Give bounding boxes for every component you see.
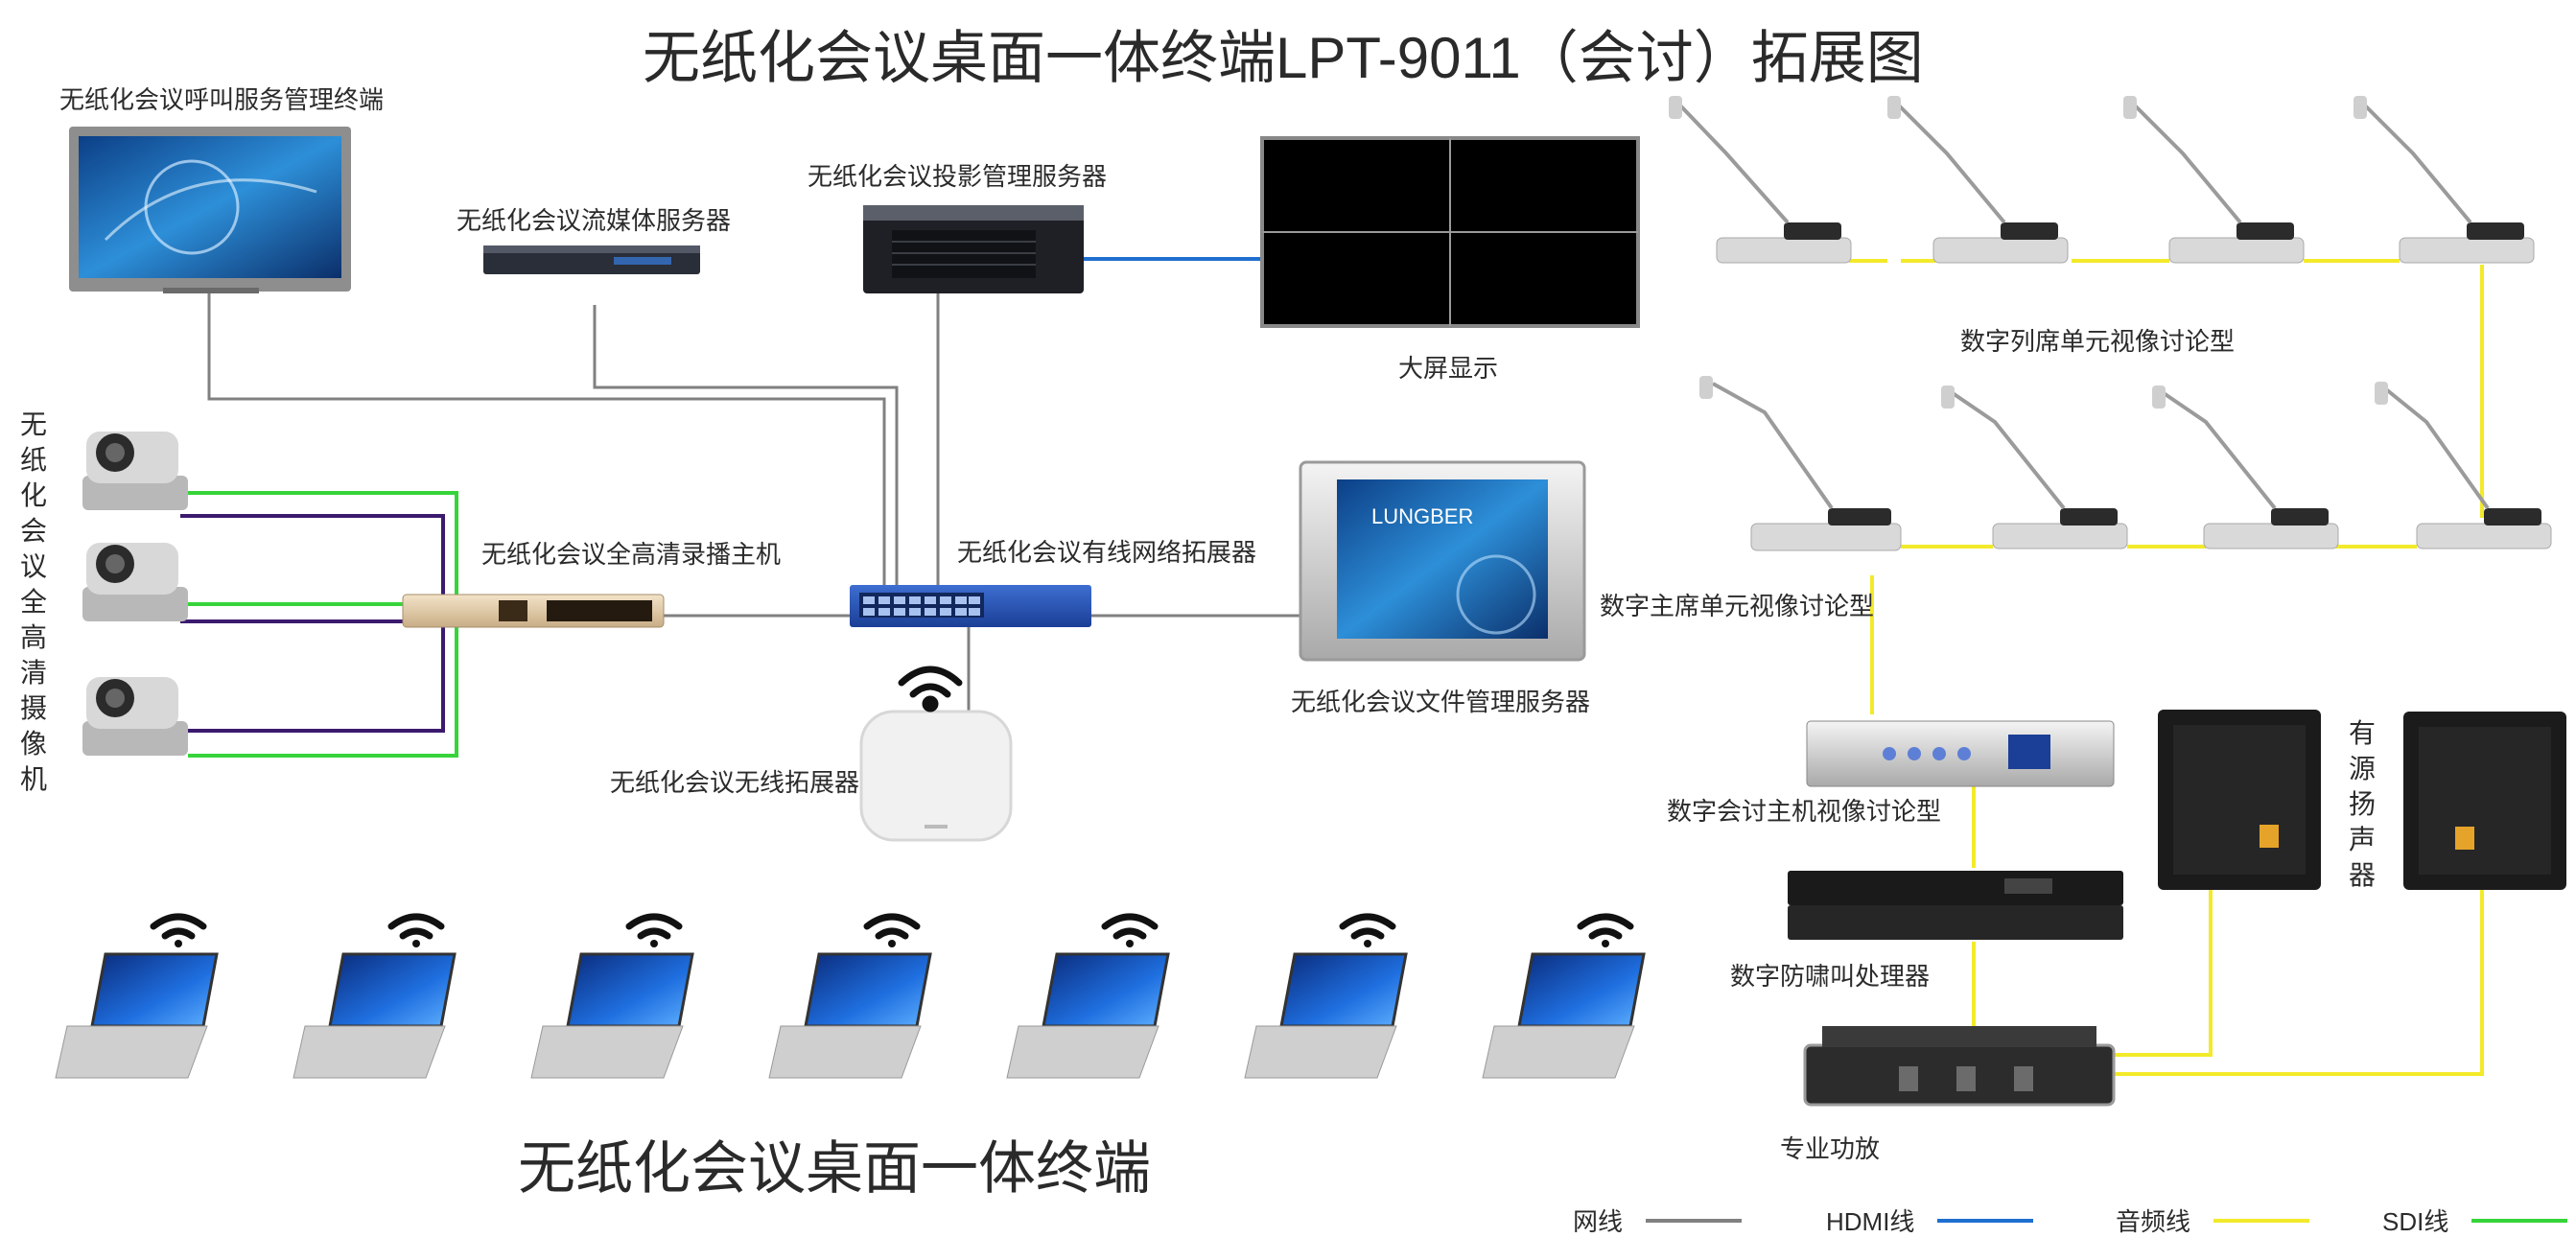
legend-item-hdmi: HDMI线 xyxy=(1826,1203,2034,1238)
legend-swatch xyxy=(1646,1218,1743,1223)
big-screen-wall xyxy=(1260,136,1640,328)
speaker-icon xyxy=(2158,710,2321,890)
amplifier xyxy=(1803,1026,2116,1107)
wireless-access-point xyxy=(859,710,1013,842)
legend-item-audio: 音频线 xyxy=(2116,1203,2310,1238)
vertical-char: 议 xyxy=(19,551,47,581)
label-projection-server: 无纸化会议投影管理服务器 xyxy=(808,162,1108,191)
label-file-server: 无纸化会议文件管理服务器 xyxy=(1291,688,1591,716)
laptop-icon xyxy=(1244,913,1408,1079)
label-stream-server: 无纸化会议流媒体服务器 xyxy=(457,206,732,235)
laptop-icon xyxy=(1482,913,1646,1079)
feedback-processor xyxy=(1788,871,2123,940)
microphone-icon xyxy=(1699,376,1902,551)
microphone-icon xyxy=(2152,385,2339,549)
label-recorder-host: 无纸化会议全高清录播主机 xyxy=(481,540,782,569)
vertical-char: 无 xyxy=(19,409,47,439)
legend-swatch xyxy=(1937,1218,2034,1223)
microphone-icon xyxy=(1941,385,2128,549)
stream-server xyxy=(483,245,700,274)
projection-server xyxy=(863,205,1084,293)
speaker-icon xyxy=(2403,712,2566,890)
screen-brand-text: LUNGBER xyxy=(1371,504,1473,528)
label-call-terminal: 无纸化会议呼叫服务管理终端 xyxy=(59,85,385,114)
legend-label: 网线 xyxy=(1573,1207,1624,1236)
camera-icon xyxy=(82,432,188,510)
microphone-icon xyxy=(2123,96,2305,264)
diagram-subtitle: 无纸化会议桌面一体终端 xyxy=(518,1136,1151,1201)
label-chairman-unit: 数字主席单元视像讨论型 xyxy=(1600,592,1875,620)
vertical-char: 清 xyxy=(19,658,47,688)
vertical-char: 全 xyxy=(19,587,47,617)
laptop-icon xyxy=(293,913,457,1079)
vertical-char: 机 xyxy=(19,764,47,794)
microphone-icon xyxy=(1887,96,2069,264)
vertical-char: 会 xyxy=(19,516,47,546)
legend-swatch xyxy=(2471,1218,2568,1223)
microphone-units xyxy=(1669,96,2552,551)
vertical-char: 源 xyxy=(2348,754,2376,783)
legend-label: HDMI线 xyxy=(1826,1207,1915,1236)
laptop-icon xyxy=(768,913,932,1079)
laptop-icon xyxy=(55,913,219,1079)
legend-label: SDI线 xyxy=(2382,1207,2449,1236)
microphone-icon xyxy=(2354,96,2535,264)
legend-swatch xyxy=(2213,1218,2310,1223)
vertical-char: 高 xyxy=(19,622,47,652)
label-speakers-vertical: 有源扬声器 xyxy=(2346,715,2378,893)
label-feedback-processor: 数字防啸叫处理器 xyxy=(1730,962,1931,991)
camera-icon xyxy=(82,543,188,621)
vertical-char: 声 xyxy=(2348,825,2376,854)
wired-network-switch xyxy=(850,585,1091,627)
label-amplifier: 专业功放 xyxy=(1780,1134,1881,1163)
vertical-char: 化 xyxy=(19,480,47,510)
legend-label: 音频线 xyxy=(2116,1207,2191,1236)
legend-item-network: 网线 xyxy=(1573,1203,1743,1238)
wifi-icon xyxy=(898,666,963,712)
microphone-icon xyxy=(1669,96,1852,264)
camera-icon xyxy=(82,677,188,756)
vertical-char: 器 xyxy=(2348,860,2376,890)
label-wireless-ap: 无纸化会议无线拓展器 xyxy=(610,768,860,797)
laptop-icon xyxy=(530,913,694,1079)
label-delegate-unit: 数字列席单元视像讨论型 xyxy=(1960,327,2236,356)
vertical-char: 像 xyxy=(19,729,47,759)
vertical-char: 有 xyxy=(2348,718,2376,748)
legend-item-sdi: SDI线 xyxy=(2382,1203,2568,1238)
label-conference-host: 数字会讨主机视像讨论型 xyxy=(1667,797,1942,826)
diagram-title: 无纸化会议桌面一体终端LPT-9011（会讨）拓展图 xyxy=(643,26,1924,90)
label-wired-switch: 无纸化会议有线网络拓展器 xyxy=(957,538,1257,567)
file-server: LUNGBER xyxy=(1299,460,1586,662)
vertical-char: 摄 xyxy=(19,693,47,723)
network-wires xyxy=(207,288,1300,717)
conference-host xyxy=(1806,720,2115,787)
call-terminal-monitor xyxy=(69,127,351,293)
audio-wires xyxy=(1849,259,2484,1076)
vertical-char: 扬 xyxy=(2348,789,2376,819)
vertical-char: 纸 xyxy=(19,445,47,475)
microphone-icon xyxy=(2375,382,2552,549)
recorder-host xyxy=(402,594,665,628)
label-cameras-vertical: 无纸化会议全高清摄像机 xyxy=(17,407,50,797)
label-big-screen: 大屏显示 xyxy=(1398,354,1499,383)
laptop-icon xyxy=(1006,913,1170,1079)
